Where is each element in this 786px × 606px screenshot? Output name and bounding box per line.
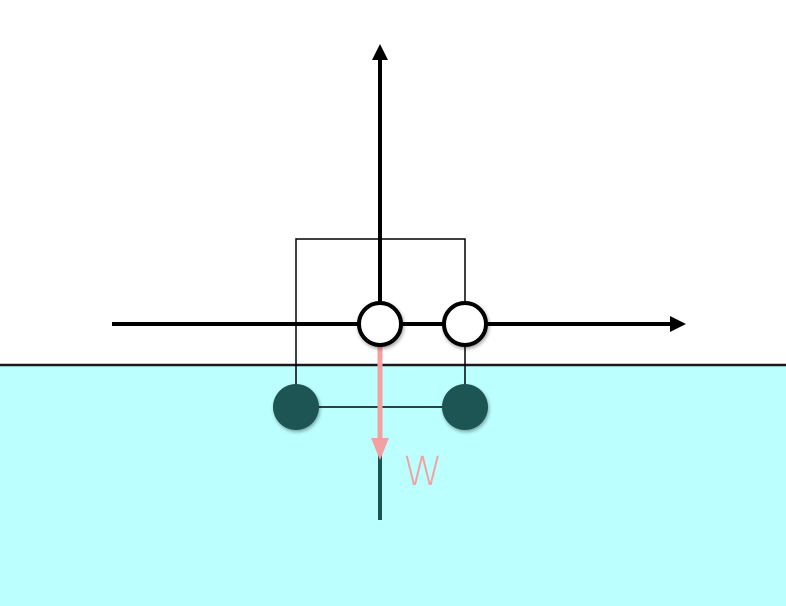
vertical-axis-arrowhead bbox=[372, 44, 388, 60]
force-label: W bbox=[403, 449, 443, 495]
pivot-right bbox=[442, 301, 488, 347]
horizontal-axis-arrowhead bbox=[670, 316, 686, 332]
mass-left bbox=[273, 384, 319, 430]
force-arrow-head bbox=[371, 438, 389, 460]
water-region bbox=[0, 365, 786, 606]
mass-right bbox=[442, 384, 488, 430]
pivot-left bbox=[357, 301, 403, 347]
